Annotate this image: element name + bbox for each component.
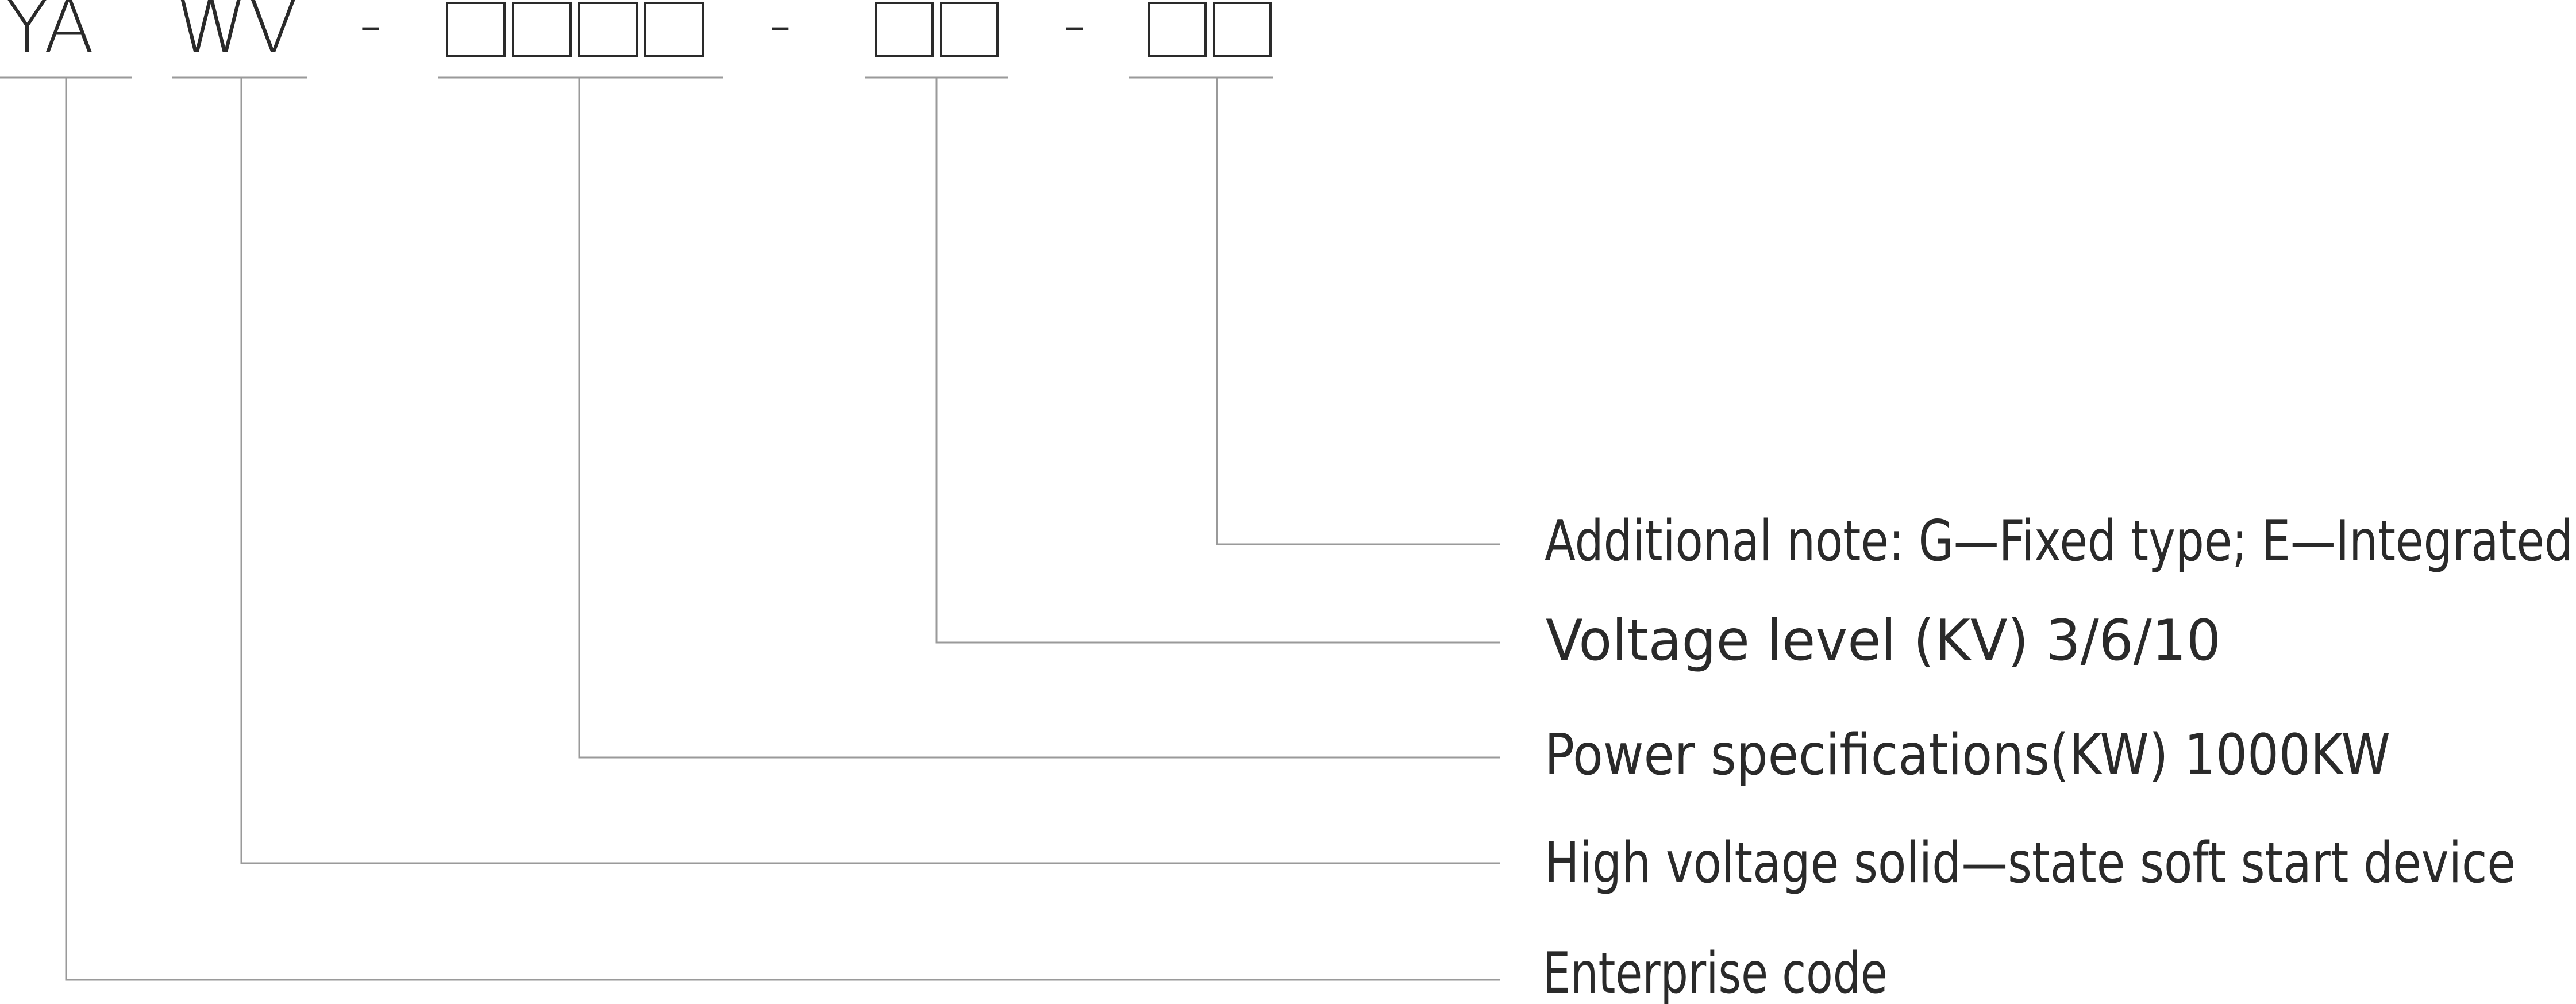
voltage-label: Voltage level (KV) 3/6/10 <box>1546 608 2221 674</box>
enterprise-leader-line <box>65 78 1500 981</box>
code-legend: Additional note: G—Fixed type; E—Integra… <box>1543 509 2573 1004</box>
voltage-placeholder-box-2 <box>940 2 999 57</box>
note-placeholder-group <box>1148 2 1272 57</box>
note-placeholder-box-1 <box>1148 2 1207 57</box>
separator-dash-3: - <box>1063 0 1086 61</box>
enterprise-code-segment: YA <box>5 0 94 70</box>
power-placeholder-box-2 <box>512 2 572 57</box>
power-placeholder-box-1 <box>446 2 506 57</box>
device-leader-line <box>240 78 1500 864</box>
power-placeholder-group <box>446 2 704 57</box>
power-leader-line <box>578 78 1500 759</box>
device-type-segment: WV <box>175 0 298 70</box>
separator-dash-1: - <box>359 0 382 61</box>
power-placeholder-box-4 <box>644 2 704 57</box>
voltage-leader-line <box>935 78 1500 644</box>
note-label: Additional note: G—Fixed type; E—Integra… <box>1545 509 2573 574</box>
power-label: Power specifications(KW) 1000KW <box>1545 722 2390 788</box>
leader-lines <box>65 78 1500 981</box>
voltage-placeholder-box-1 <box>875 2 934 57</box>
note-placeholder-box-2 <box>1213 2 1272 57</box>
voltage-placeholder-group <box>875 2 999 57</box>
note-leader-line <box>1216 78 1500 545</box>
power-placeholder-box-3 <box>578 2 638 57</box>
device-label: High voltage solid—state soft start devi… <box>1545 830 2516 896</box>
separator-dash-2: - <box>769 0 792 61</box>
model-code-header: YA WV - - - <box>0 0 1273 79</box>
enterprise-label: Enterprise code <box>1543 941 1888 1004</box>
